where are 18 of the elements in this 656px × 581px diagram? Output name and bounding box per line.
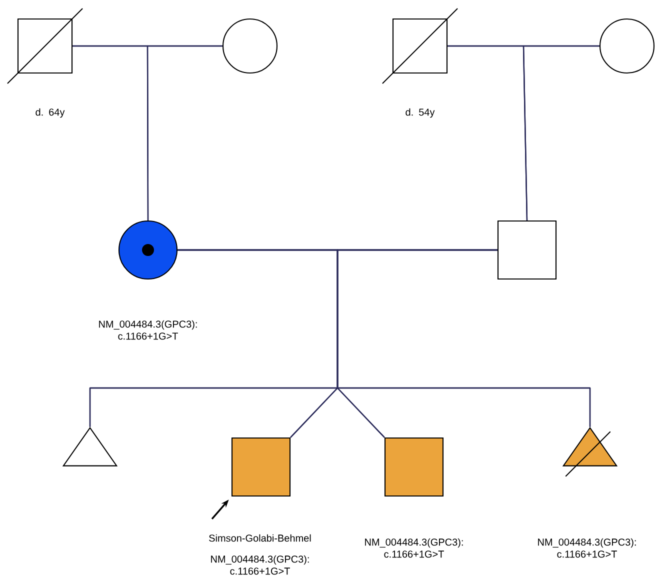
condition-label: Simson-Golabi-Behmel (209, 534, 311, 542)
square-symbol (7, 8, 83, 84)
square-symbol (497, 220, 557, 280)
descent-line (522, 45, 600, 220)
age-label: d. 64y (36, 108, 65, 118)
variant-label: NM_004484.3(GPC3): c.1166+1G>T (211, 555, 309, 575)
descent-line (336, 249, 591, 427)
square-symbol (231, 437, 291, 497)
circle-symbol (599, 18, 655, 74)
age-label: d. 54y (406, 108, 435, 118)
square-symbol (384, 437, 444, 497)
variant-label: NM_004484.3(GPC3): c.1166+1G>T (365, 538, 463, 558)
variant-label: NM_004484.3(GPC3): c.1166+1G>T (99, 320, 197, 340)
circle-symbol (118, 220, 178, 280)
variant-label: NM_004484.3(GPC3): c.1166+1G>T (538, 538, 636, 558)
square-symbol (382, 8, 458, 84)
descent-line (146, 45, 222, 220)
circle-symbol (222, 18, 278, 74)
